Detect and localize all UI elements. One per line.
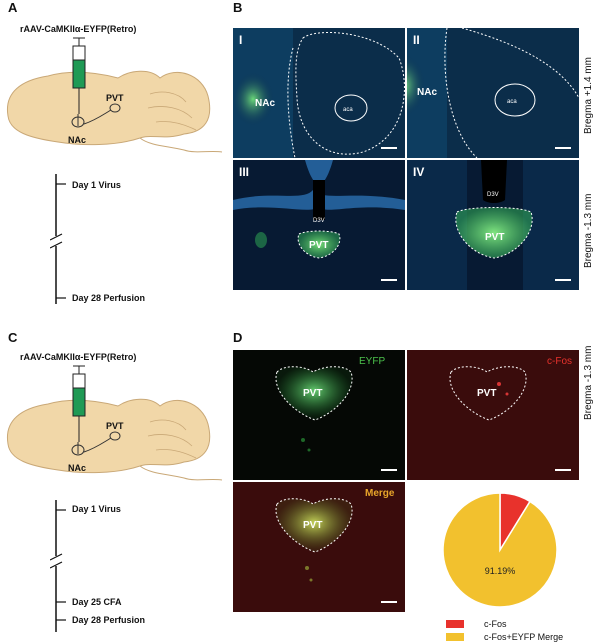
panel-a-pvt-label: PVT bbox=[106, 93, 124, 103]
panel-d-letter: D bbox=[233, 330, 243, 345]
panel-b-numeral-1: I bbox=[239, 33, 242, 47]
panel-b-numeral-2: II bbox=[413, 33, 420, 47]
panel-a-timeline bbox=[50, 174, 66, 304]
panel-c-timeline-day28: Day 28 Perfusion bbox=[72, 615, 146, 625]
panel-d-pie-chart: 91.19% bbox=[442, 492, 558, 608]
legend-label-cfos: c-Fos bbox=[484, 619, 507, 629]
panel-b-region-2: NAc bbox=[417, 87, 437, 98]
panel-c-timeline bbox=[50, 500, 66, 632]
panel-c-letter: C bbox=[8, 330, 18, 345]
panel-c-construct: rAAV-CaMKIIα-EYFP(Retro) bbox=[20, 352, 137, 362]
pie-data-label: 91.19% bbox=[485, 566, 516, 576]
panel-b-image-4: IV PVT D3V bbox=[407, 160, 579, 290]
panel-b-letter: B bbox=[233, 0, 243, 15]
panel-b-tag-1: aca bbox=[343, 107, 353, 113]
legend-swatch-cfos bbox=[446, 620, 464, 628]
panel-d-eyfp-image: PVT EYFP bbox=[233, 350, 405, 480]
panel-d-eyfp-region: PVT bbox=[303, 388, 322, 399]
panel-c-timeline-day1: Day 1 Virus bbox=[72, 504, 121, 514]
panel-b-row-label-1: Bregma +1.4 mm bbox=[583, 57, 594, 134]
panel-d-cfos-label: c-Fos bbox=[547, 356, 572, 367]
legend-label-merge: c-Fos+EYFP Merge bbox=[484, 632, 564, 642]
panel-b-region-3: PVT bbox=[309, 240, 328, 251]
panel-a-timeline-day28: Day 28 Perfusion bbox=[72, 293, 146, 303]
panel-d-merge-image: PVT Merge bbox=[233, 482, 405, 612]
panel-a-brain-schematic bbox=[6, 37, 223, 153]
panel-b-row-label-2: Bregma -1.3 mm bbox=[583, 193, 594, 268]
panel-d-row-label: Bregma -1.3 mm bbox=[583, 345, 594, 420]
panel-c-pvt-label: PVT bbox=[106, 421, 124, 431]
panel-b-tag-3: D3V bbox=[313, 218, 325, 224]
panel-b-tag-4: D3V bbox=[487, 192, 499, 198]
panel-d-merge-region: PVT bbox=[303, 520, 322, 531]
panel-b-numeral-3: III bbox=[239, 165, 249, 179]
panel-d-merge-label: Merge bbox=[365, 488, 395, 499]
pie-slice-merge bbox=[442, 492, 558, 608]
panel-a-letter: A bbox=[8, 0, 18, 15]
panel-d-cfos-image: PVT c-Fos bbox=[407, 350, 579, 480]
panel-a-construct: rAAV-CaMKIIα-EYFP(Retro) bbox=[20, 24, 137, 34]
panel-c-nac-label: NAc bbox=[68, 463, 87, 473]
panel-b-tag-2: aca bbox=[507, 99, 517, 105]
panel-b-region-4: PVT bbox=[485, 232, 504, 243]
panel-d-eyfp-label: EYFP bbox=[359, 356, 385, 367]
panel-b-image-2: II NAc aca bbox=[407, 28, 579, 158]
panel-b-numeral-4: IV bbox=[413, 165, 424, 179]
panel-b-region-1: NAc bbox=[255, 98, 275, 109]
panel-a-timeline-day1: Day 1 Virus bbox=[72, 180, 121, 190]
panel-b-image-3: III PVT D3V bbox=[233, 160, 405, 290]
panel-b-image-1: I NAc aca bbox=[233, 28, 405, 158]
panel-a-nac-label: NAc bbox=[68, 135, 87, 145]
panel-c-timeline-day25: Day 25 CFA bbox=[72, 597, 122, 607]
panel-d-cfos-region: PVT bbox=[477, 388, 496, 399]
panel-c-brain-schematic bbox=[6, 365, 223, 481]
legend-swatch-merge bbox=[446, 633, 464, 641]
